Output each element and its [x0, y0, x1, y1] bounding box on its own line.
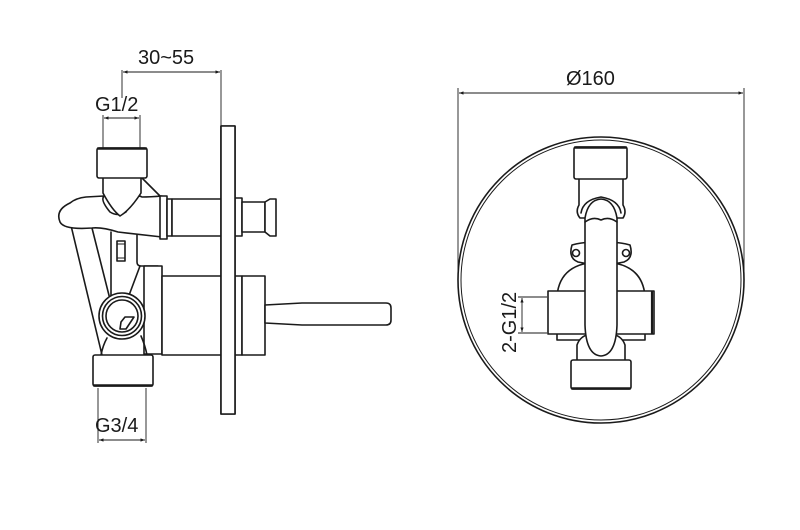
dimension-side-outlets: 2-G1/2: [499, 292, 547, 353]
cartridge-and-handle: [161, 275, 392, 356]
cover-plate-inner: [460, 139, 742, 421]
side-view: 30~55 G1/2: [57, 47, 392, 443]
valve-body: [57, 147, 163, 387]
dimension-bottom-outlet: G3/4: [95, 388, 147, 443]
lever-handle: [264, 302, 392, 326]
dimension-top-inlet: G1/2: [95, 94, 141, 148]
dimension-label-cover-diameter: Ø160: [566, 68, 615, 90]
front-view: Ø160: [457, 68, 745, 424]
dimension-label-top-inlet: G1/2: [95, 94, 138, 116]
dimension-wall-depth: 30~55: [121, 47, 222, 126]
dimension-label-bottom-outlet: G3/4: [95, 415, 138, 437]
diverter-spindle: [159, 195, 277, 240]
front-valve-body: [547, 146, 655, 390]
dimension-label-side-outlets: 2-G1/2: [499, 292, 521, 353]
dimension-label-wall-depth: 30~55: [138, 47, 194, 69]
cover-plate-outer: [457, 136, 745, 424]
dimension-cover-diameter: Ø160: [457, 68, 745, 288]
